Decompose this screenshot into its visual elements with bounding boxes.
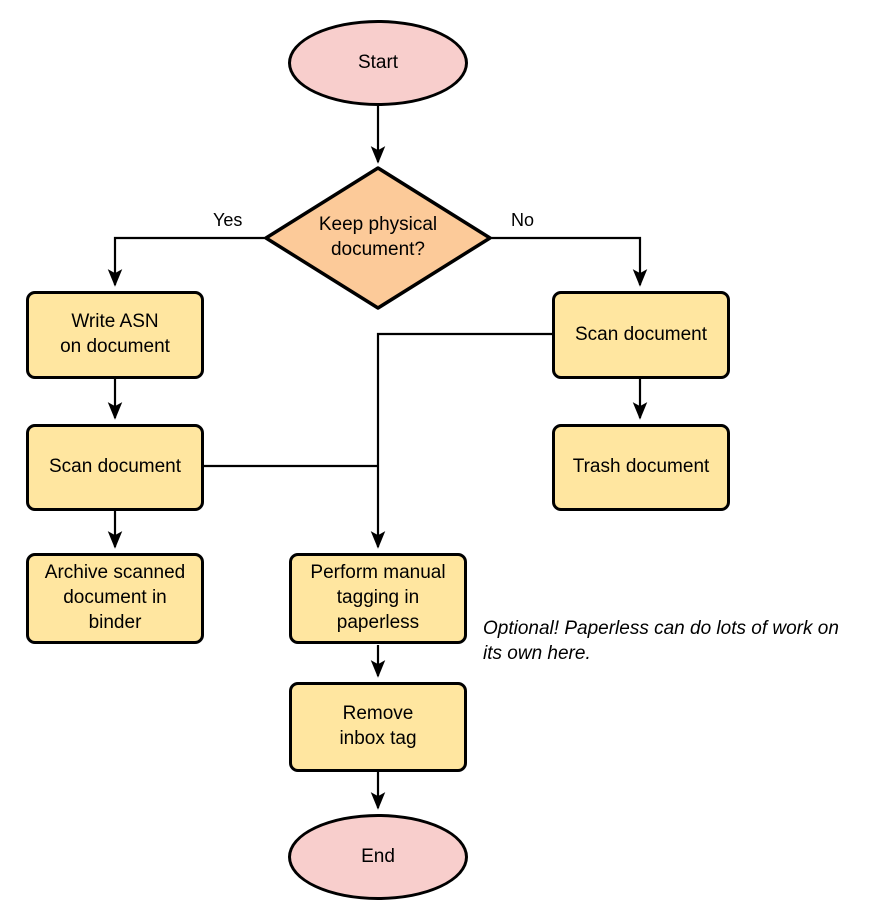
node-scan-document-left[interactable]: Scan document (26, 424, 204, 511)
edge-label-no-text: No (511, 210, 535, 230)
node-scan-document-right-label: Scan document (574, 323, 708, 345)
node-write-asn-on-document-label: Write ASN on document (60, 311, 170, 357)
edge-decision-no-to-scan-document-right (490, 236, 648, 287)
node-archive-scanned-document-in-binder[interactable]: Archive scanned document in binder (26, 553, 204, 644)
edge-scan-document-right-to-tagging (370, 332, 552, 549)
node-trash-document[interactable]: Trash document (552, 424, 730, 511)
edge-decision-yes-to-write-asn (107, 236, 266, 287)
node-write-asn-on-document[interactable]: Write ASN on document (26, 291, 204, 379)
node-trash-document-label: Trash document (572, 456, 710, 478)
edge-label-no: No (508, 210, 538, 230)
node-keep-physical-document[interactable]: Keep physical document? (290, 208, 466, 268)
edge-label-yes: Yes (210, 210, 246, 230)
node-archive-scanned-document-in-binder-label: Archive scanned document in binder (44, 562, 186, 633)
node-remove-inbox-tag[interactable]: Remove inbox tag (289, 682, 467, 772)
node-start[interactable]: Start (288, 20, 468, 106)
edge-label-yes-text: Yes (213, 210, 243, 230)
node-scan-document-right[interactable]: Scan document (552, 291, 730, 379)
node-start-label: Start (357, 51, 399, 73)
node-end[interactable]: End (288, 814, 468, 900)
node-scan-document-left-label: Scan document (48, 456, 182, 478)
node-end-label: End (361, 845, 395, 867)
decision-shape-keep-physical-document (264, 166, 492, 310)
node-perform-manual-tagging-in-paperless[interactable]: Perform manual tagging in paperless (289, 553, 467, 644)
node-keep-physical-document-label: Keep physical document? (318, 214, 438, 260)
annotation-optional-note: Optional! Paperless can do lots of work … (483, 590, 883, 667)
node-perform-manual-tagging-in-paperless-label: Perform manual tagging in paperless (310, 562, 446, 633)
node-remove-inbox-tag-label: Remove inbox tag (339, 703, 417, 749)
annotation-optional-note-text: Optional! Paperless can do lots of work … (483, 617, 839, 665)
